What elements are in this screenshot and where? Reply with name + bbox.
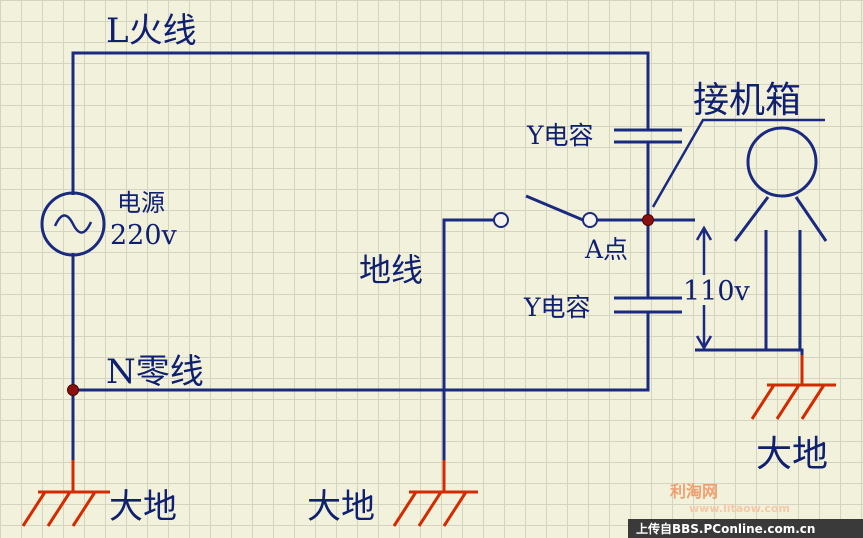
watermark-footer-text: 上传自BBS.PConline.com.cn [636,521,815,536]
chassis-leader [651,118,825,208]
label-earth-middle: 大地 [307,487,375,527]
watermark-logo: 利淘网 [670,482,718,501]
wires [71,51,825,492]
node-point-a [642,214,654,226]
earth-symbol-right [750,355,836,420]
node-neutral [67,384,79,396]
label-ground-wire: 地线 [359,251,423,289]
watermark-url: www.litaow.com [689,502,790,515]
label-source-voltage: 220v [110,220,178,251]
earth-symbol-left [21,460,110,527]
label-point-a: A点 [584,235,628,264]
label-live-wire: L火线 [106,11,197,51]
switch-contact-left [493,212,509,228]
label-earth-right: 大地 [756,434,828,475]
ac-source-icon [40,191,106,257]
person-icon [733,126,828,350]
label-earth-left: 大地 [109,487,177,527]
label-source: 电源 [117,189,165,217]
live-wire [71,51,650,195]
label-voltage-110: 110v [683,276,751,307]
switch-blade [525,194,584,222]
voltage-arrow [695,225,713,351]
switch-contact-right [582,212,598,228]
neutral-wire [73,312,650,392]
watermark-footer-bar [628,519,863,538]
label-y-cap-top: Y电容 [526,121,594,150]
label-y-cap-bottom: Y电容 [523,293,591,322]
earth-symbol-middle [392,460,478,527]
ground-wire [442,218,495,492]
right-ground-wire [695,348,804,385]
label-chassis: 接机箱 [693,80,801,121]
label-neutral-wire: N零线 [106,352,204,392]
capacitor-top [614,128,682,144]
capacitor-bottom [614,296,682,314]
